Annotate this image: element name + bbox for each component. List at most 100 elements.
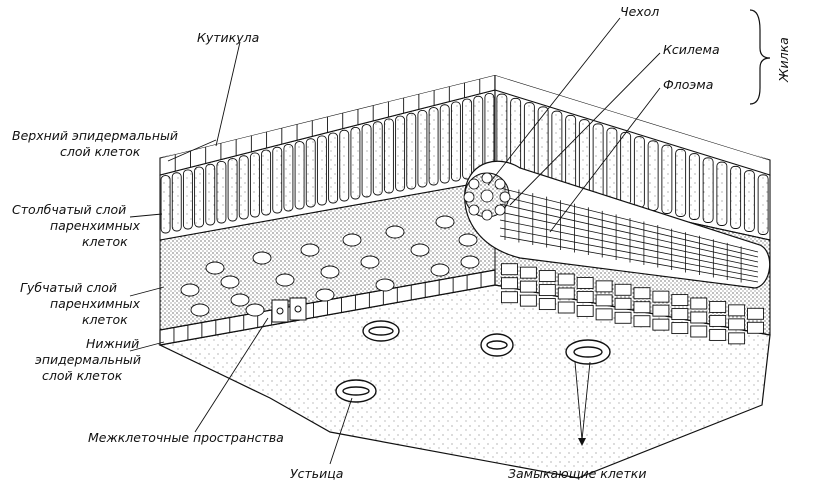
palisade-cell: [633, 136, 645, 208]
parenchyma-cell: [614, 283, 632, 296]
vein-strand: [499, 227, 759, 278]
palisade-cell: [238, 155, 249, 220]
label-spongy-line2: паренхимных: [50, 296, 141, 311]
palisade-cell: [417, 109, 428, 188]
parenchyma-cell: [690, 325, 708, 338]
parenchyma-cell: [538, 298, 556, 311]
xylem-vessel: [480, 189, 494, 203]
palisade-cell: [578, 119, 590, 196]
vein-strand: [499, 211, 759, 268]
parenchyma-cell: [501, 291, 518, 304]
intercellular-space: [275, 273, 295, 287]
label-upper-epidermis-line1: Верхний эпидермальный: [12, 128, 179, 143]
palisade-cell: [249, 152, 260, 218]
palisade-cell: [439, 104, 450, 184]
parenchyma-cell: [728, 318, 746, 331]
label-stoma: Устьица: [290, 466, 344, 481]
intercellular-space: [245, 303, 265, 317]
label-palisade-line1: Столбчатый слой: [12, 202, 127, 217]
leader-lines: [129, 17, 661, 465]
palisade-cell: [350, 126, 361, 200]
right-upper-epidermis: [494, 74, 771, 176]
palisade-cell: [661, 144, 673, 214]
intercellular-space: [342, 233, 362, 247]
label-xylem: Ксилема: [663, 42, 720, 57]
palisade-cell: [716, 161, 728, 226]
parenchyma-cell: [747, 307, 764, 320]
parenchyma-cell: [652, 318, 670, 331]
palisade-cell: [757, 174, 769, 235]
parenchyma-cell: [690, 297, 708, 310]
palisade-cell: [261, 149, 272, 216]
label-sheath: Чехол: [620, 4, 660, 19]
stoma-1: [362, 320, 400, 342]
parenchyma-cell: [501, 263, 518, 276]
palisade-cell: [702, 157, 714, 223]
intercellular-cell-1: [271, 299, 289, 323]
parenchyma-cell: [557, 301, 575, 314]
parenchyma-cell: [690, 311, 708, 324]
palisade-cell: [171, 172, 182, 232]
sheath-cell: [468, 178, 480, 190]
palisade-cell: [339, 129, 350, 202]
parenchyma-cell: [595, 280, 613, 293]
parenchyma-cell: [671, 322, 689, 335]
parenchyma-cell: [595, 294, 613, 307]
palisade-cell: [227, 158, 238, 222]
palisade-cell: [294, 141, 305, 210]
intercellular-space: [385, 225, 405, 239]
vein-strand: [499, 203, 759, 263]
intercellular-space: [205, 261, 225, 275]
palisade-cell: [361, 124, 372, 198]
label-palisade-line2: паренхимных: [50, 218, 141, 233]
parenchyma-cell: [728, 304, 746, 317]
sheath-cell: [481, 172, 493, 184]
palisade-cell: [383, 118, 394, 194]
palisade-cell: [428, 107, 439, 186]
palisade-cell: [328, 132, 339, 204]
label-intercellular: Межклеточные пространства: [88, 430, 284, 445]
palisade-cell: [216, 160, 227, 224]
palisade-cell: [450, 101, 461, 182]
label-palisade-line3: клеток: [82, 234, 128, 249]
vein-strand: [499, 195, 759, 258]
parenchyma-cell: [614, 297, 632, 310]
palisade-cell: [160, 175, 171, 234]
parenchyma-cell: [747, 321, 764, 334]
palisade-cell: [283, 143, 294, 212]
label-vein: Жилка: [776, 37, 791, 82]
parenchyma-cell: [557, 287, 575, 300]
palisade-cell: [406, 112, 417, 190]
parenchyma-cell: [576, 290, 594, 303]
parenchyma-cell: [709, 314, 727, 327]
palisade-cell: [194, 166, 205, 228]
intercellular-space: [230, 293, 250, 307]
parenchyma-cell: [709, 328, 727, 341]
parenchyma-cell: [633, 301, 651, 314]
label-upper-epidermis-line2: слой клеток: [60, 144, 141, 159]
label-phloem: Флоэма: [663, 77, 714, 92]
label-lower-epidermis-line2: эпидермальный: [35, 352, 142, 367]
label-lower-epidermis-line3: слой клеток: [42, 368, 123, 383]
intercellular-space: [460, 255, 480, 269]
intercellular-space: [435, 215, 455, 229]
stomata: [335, 320, 611, 403]
palisade-cell: [688, 153, 700, 220]
vein-strand: [499, 235, 759, 283]
palisade-cell: [606, 127, 618, 202]
intercellular-space: [180, 283, 200, 297]
intercellular-space: [300, 243, 320, 257]
top-surface: [160, 60, 770, 160]
palisade-cell: [305, 138, 316, 208]
parenchyma-cell: [633, 315, 651, 328]
vein-bracket: [749, 9, 771, 105]
palisade-cell: [395, 115, 406, 192]
parenchyma-cell: [519, 266, 537, 279]
parenchyma-cell: [671, 308, 689, 321]
parenchyma-cell: [557, 273, 575, 286]
parenchyma-cell: [501, 277, 518, 290]
palisade-cell: [730, 165, 742, 229]
sheath-cell: [494, 178, 506, 190]
parenchyma-cell: [538, 284, 556, 297]
